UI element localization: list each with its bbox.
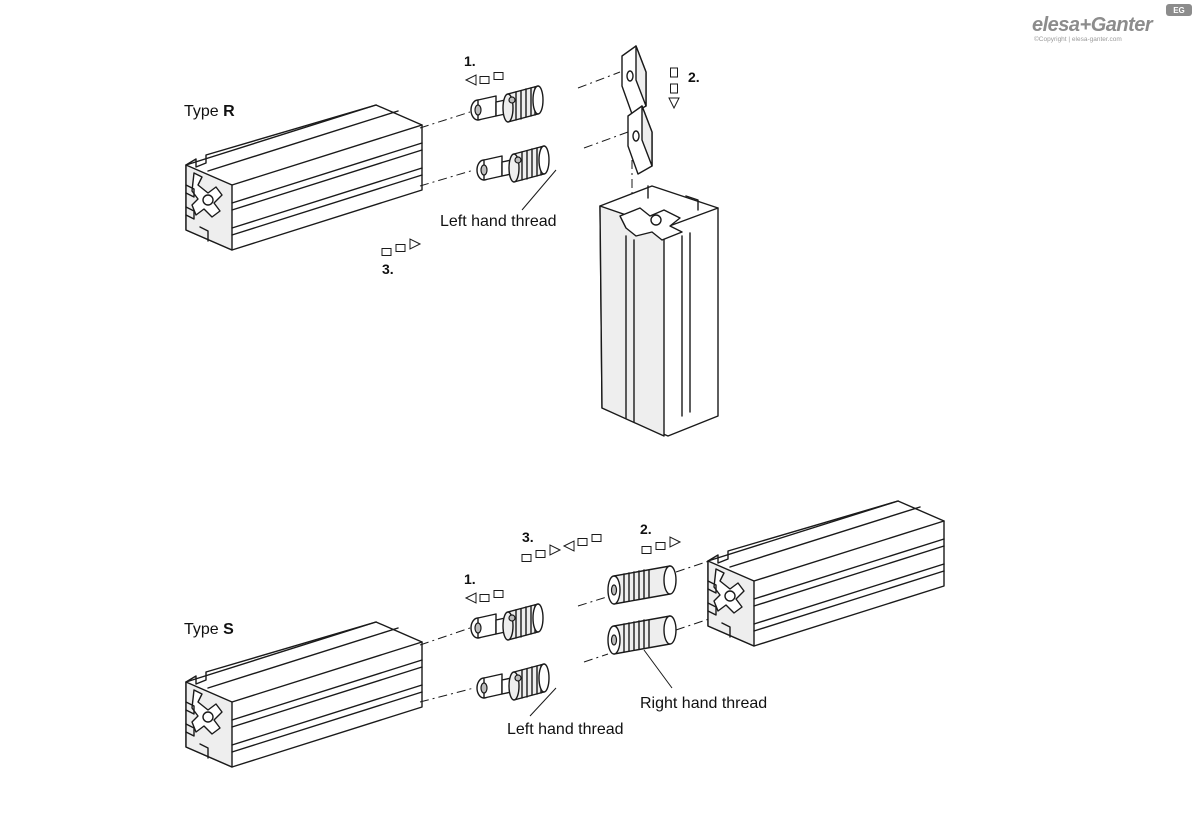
type-s-axis-upper-mid	[577, 595, 611, 607]
type-s-label: Type S	[184, 621, 234, 638]
type-s-connector-lower	[476, 663, 550, 701]
type-s-axis-upper-left	[419, 627, 471, 646]
type-r-step-2-arrow	[668, 67, 680, 109]
type-s-step-2-arrow	[641, 536, 681, 554]
brand-logo: elesa+Ganter EG ©Copyright | elesa-gante…	[1032, 4, 1192, 43]
type-s-right-thread-label: Right hand thread	[640, 695, 767, 712]
type-s-step-1-label: 1.	[464, 571, 476, 587]
type-s-sleeve-lower	[607, 615, 677, 655]
type-r-axis-upper-right	[577, 71, 621, 89]
type-r-assembly: Type R 1.	[184, 45, 719, 437]
type-s-axis-lower-left	[419, 687, 475, 703]
brand-copyright: ©Copyright | elesa-ganter.com	[1034, 35, 1122, 43]
type-r-horizontal-profile	[185, 104, 423, 251]
type-s-step-2-label: 2.	[640, 521, 652, 537]
type-r-step-3-label: 3.	[382, 261, 394, 277]
type-s-step-3-label: 3.	[522, 529, 534, 545]
type-s-step-3-arrow	[521, 534, 602, 562]
type-r-label: Type R	[184, 103, 235, 120]
type-r-left-thread-label: Left hand thread	[440, 213, 557, 230]
type-s-right-thread-leader	[643, 649, 673, 689]
type-r-connector-upper	[470, 85, 544, 123]
brand-badge	[1166, 4, 1192, 16]
type-r-step-1-label: 1.	[464, 53, 476, 69]
type-r-left-thread-leader	[521, 169, 557, 211]
type-s-assembly: Type S 1. 3. 2	[184, 500, 945, 768]
type-s-axis-upper-right	[675, 559, 713, 573]
type-r-step-2-label: 2.	[688, 69, 700, 85]
type-r-axis-lower-right	[583, 131, 629, 149]
type-r-vertical-profile	[599, 185, 719, 437]
type-s-axis-lower-mid	[583, 653, 609, 663]
type-r-connector-lower	[476, 145, 550, 183]
type-r-step-1-arrow	[465, 72, 504, 86]
type-s-right-profile	[707, 500, 945, 647]
type-r-axis-upper	[419, 111, 471, 129]
type-s-left-thread-leader	[529, 687, 557, 717]
type-s-connector-upper	[470, 603, 544, 641]
type-r-step-3-arrow	[381, 238, 421, 256]
type-r-axis-lower	[419, 169, 475, 187]
type-r-wedge-upper	[621, 45, 647, 115]
type-s-left-thread-label: Left hand thread	[507, 721, 624, 738]
type-s-step-1-arrow	[465, 590, 504, 604]
brand-badge-text: EG	[1173, 6, 1185, 15]
type-s-axis-lower-right	[675, 617, 713, 631]
brand-logo-text: elesa+Ganter	[1032, 14, 1154, 36]
type-s-sleeve-upper	[607, 565, 677, 605]
type-s-left-profile	[185, 621, 423, 768]
